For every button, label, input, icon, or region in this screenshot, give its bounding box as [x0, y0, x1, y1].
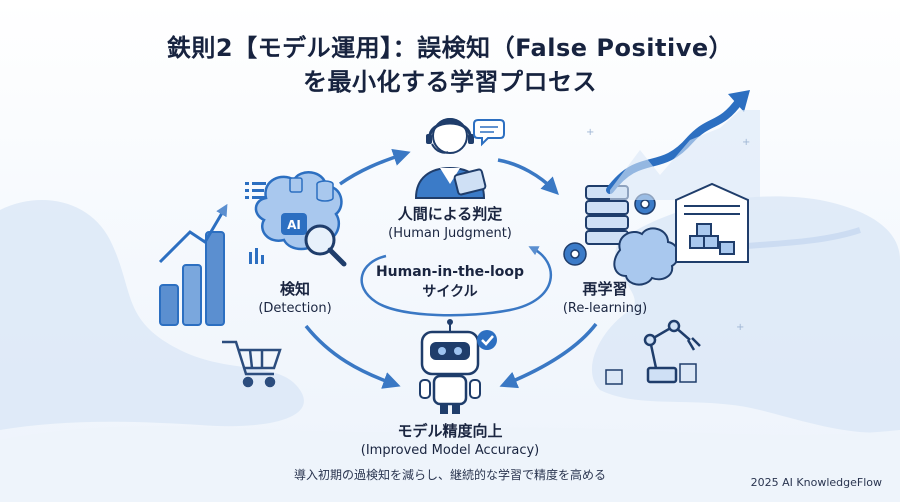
node-relearning-jp: 再学習: [582, 280, 628, 298]
node-detection-en: (Detection): [258, 301, 332, 316]
check-badge-icon: [477, 330, 497, 350]
database-icon: [289, 177, 334, 202]
left-background-blob: [0, 200, 304, 430]
node-detection-jp: 検知: [279, 280, 310, 298]
chat-bubble-icon: [473, 119, 505, 147]
arrow-relearning-to-improved: [499, 322, 598, 389]
svg-text:+: +: [742, 137, 750, 148]
bottom-caption: 導入初期の過検知を減らし、継続的な学習で精度を高める: [293, 468, 606, 482]
node-improved-accuracy-jp: モデル精度向上: [397, 422, 503, 440]
center-cycle-label: Human-in-the-loop サイクル: [360, 262, 540, 302]
title-line-1: 鉄則2【モデル運用】：誤検知（False Positive）: [166, 34, 734, 62]
inner-cycle-loop: [360, 246, 553, 317]
node-improved-accuracy-en: (Improved Model Accuracy): [360, 443, 540, 458]
warehouse-icon: [675, 182, 749, 263]
title-line-2: を最小化する学習プロセス: [303, 68, 597, 96]
node-human-judgment-jp: 人間による判定: [397, 205, 503, 223]
node-relearning: 再学習 (Re-learning): [550, 278, 660, 316]
node-human-judgment: 人間による判定 (Human Judgment): [370, 203, 530, 241]
bottom-wave: [0, 426, 900, 502]
center-cycle-line-1: Human-in-the-loop: [375, 264, 525, 280]
arrow-detection-to-improved: [304, 324, 401, 389]
bar-chart-illustration: [158, 203, 228, 326]
svg-text:+: +: [586, 127, 594, 138]
arrow-human-to-relearning: [497, 158, 559, 195]
node-improved-accuracy: モデル精度向上 (Improved Model Accuracy): [330, 420, 570, 458]
center-cycle-line-2: サイクル: [422, 284, 478, 300]
boxes-icon: [605, 363, 697, 385]
growth-arrow-illustration: [606, 90, 760, 200]
robot-icon: [419, 319, 481, 414]
brain-icon: [613, 227, 680, 286]
robot-arm-icon: [643, 319, 701, 384]
node-relearning-en: (Re-learning): [562, 301, 648, 316]
credit-text: 2025 AI KnowledgeFlow: [750, 476, 882, 489]
ai-chip-text: AI: [287, 218, 301, 232]
svg-text:+: +: [736, 322, 744, 333]
human-operator-icon: [414, 118, 487, 199]
data-list-icon: [245, 182, 266, 199]
node-detection: 検知 (Detection): [240, 278, 350, 316]
arrow-detection-to-human: [338, 149, 411, 186]
node-human-judgment-en: (Human Judgment): [388, 226, 512, 241]
mini-bars-icon: [249, 248, 264, 264]
shopping-cart-icon: [222, 340, 282, 388]
